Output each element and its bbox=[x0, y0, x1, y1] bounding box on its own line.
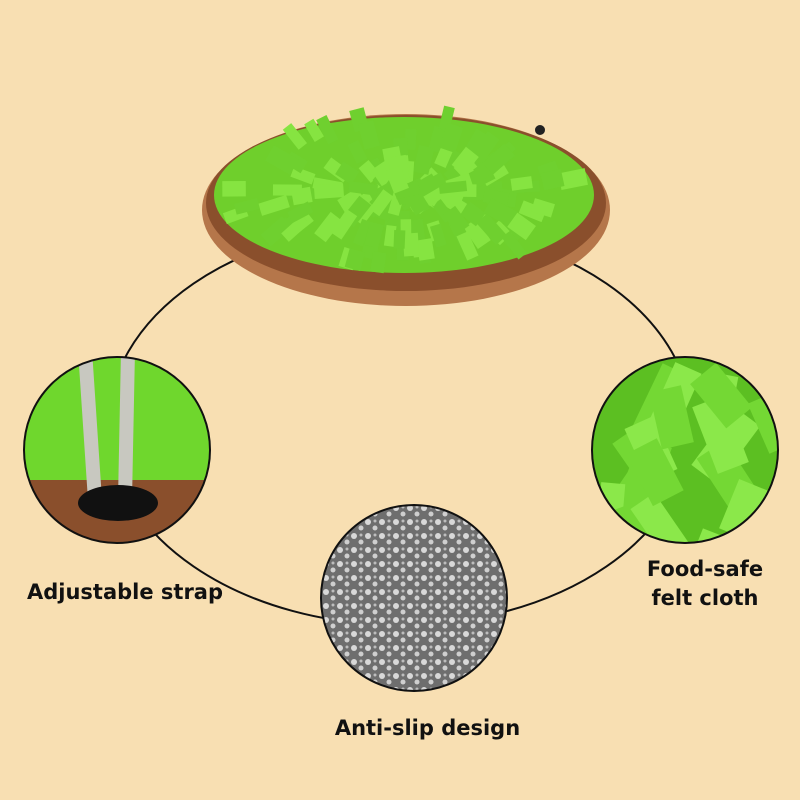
feature-label-anti-slip: Anti-slip design bbox=[334, 716, 521, 740]
felt-strip bbox=[540, 168, 565, 191]
felt-strip bbox=[438, 180, 468, 194]
felt-strip bbox=[507, 212, 536, 241]
felt-strip bbox=[510, 176, 533, 191]
felt-strip bbox=[483, 197, 518, 227]
felt-strip bbox=[482, 143, 515, 175]
felt-strip bbox=[429, 223, 447, 248]
felt-strip bbox=[463, 218, 491, 249]
felt-strip bbox=[352, 218, 373, 247]
felt-strip bbox=[344, 248, 366, 272]
felt-strip bbox=[482, 188, 510, 207]
felt-strip bbox=[558, 168, 588, 191]
felt-strip bbox=[335, 161, 360, 185]
felt-strip bbox=[287, 201, 314, 223]
felt-strip bbox=[265, 145, 299, 175]
felt-strip bbox=[456, 231, 479, 261]
felt-strip bbox=[313, 183, 345, 200]
felt-strip bbox=[626, 438, 684, 507]
felt-strip bbox=[692, 395, 749, 474]
felt-strip bbox=[314, 211, 343, 243]
felt-strip bbox=[439, 122, 464, 153]
felt-strip bbox=[304, 118, 324, 142]
snuffle-mat-image bbox=[202, 105, 610, 306]
felt-strip bbox=[347, 139, 368, 164]
felt-strip bbox=[337, 187, 366, 215]
felt-strip bbox=[719, 478, 768, 540]
felt-strip bbox=[501, 230, 527, 260]
felt-strip bbox=[260, 216, 293, 247]
felt-strip bbox=[316, 115, 339, 145]
feature-label-line2: felt cloth bbox=[651, 586, 759, 610]
felt-strip bbox=[348, 181, 379, 196]
felt-strip bbox=[393, 230, 406, 249]
felt-strip bbox=[649, 385, 694, 450]
felt-strip bbox=[290, 166, 316, 185]
felt-strip bbox=[530, 198, 555, 218]
felt-strip bbox=[281, 215, 310, 242]
felt-strip bbox=[364, 221, 384, 249]
felt-strip bbox=[442, 205, 470, 235]
felt-strip bbox=[234, 198, 260, 215]
felt-strip bbox=[460, 202, 486, 227]
felt-strip bbox=[357, 120, 380, 150]
felt-strip bbox=[778, 416, 800, 490]
felt-strip bbox=[383, 224, 397, 247]
feature-label-food-safe-felt: Food-safe felt cloth bbox=[610, 555, 800, 613]
felt-strip bbox=[476, 213, 507, 246]
feature-label-adjustable-strap: Adjustable strap bbox=[26, 580, 224, 604]
felt-strip bbox=[630, 492, 695, 543]
anti-slip-closeup-image bbox=[321, 505, 507, 691]
felt-strip bbox=[222, 180, 246, 197]
felt-strip bbox=[330, 209, 358, 240]
feature-label-line1: Food-safe bbox=[646, 557, 764, 581]
felt-strip bbox=[291, 186, 313, 206]
felt-strip bbox=[369, 189, 394, 217]
felt-strip bbox=[385, 165, 409, 194]
felt-strip bbox=[413, 144, 435, 175]
felt-strip bbox=[416, 238, 435, 261]
felt-strip bbox=[453, 154, 475, 176]
felt-strip bbox=[370, 251, 387, 274]
felt-strip bbox=[258, 195, 290, 216]
strap-closeup-image bbox=[24, 357, 210, 543]
felt-strip bbox=[595, 482, 626, 543]
felt-strip bbox=[690, 362, 753, 429]
felt-strip bbox=[282, 123, 308, 150]
